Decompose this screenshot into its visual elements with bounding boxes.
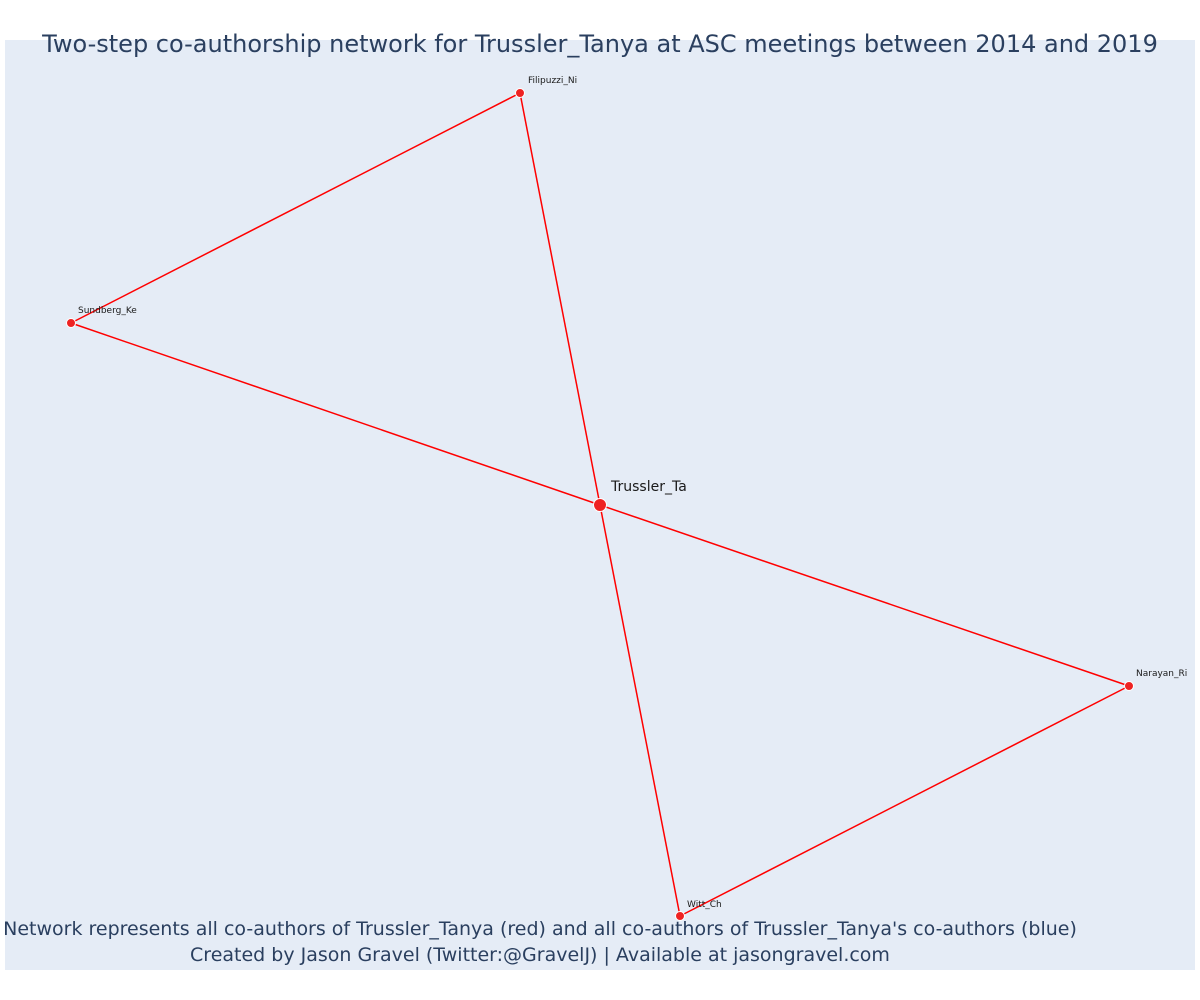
nodes-layer xyxy=(66,88,1134,921)
edge-Trussler_Ta-Filipuzzi_Ni xyxy=(519,92,601,506)
node-Sundberg_Ke[interactable] xyxy=(66,318,76,328)
node-Narayan_Ri[interactable] xyxy=(1124,681,1134,691)
edge-Trussler_Ta-Narayan_Ri xyxy=(599,504,1130,687)
node-label-Narayan_Ri: Narayan_Ri xyxy=(1136,669,1187,679)
edge-Narayan_Ri-Witt_Ch xyxy=(679,685,1130,917)
node-Filipuzzi_Ni[interactable] xyxy=(515,88,525,98)
edge-Filipuzzi_Ni-Sundberg_Ke xyxy=(70,92,521,324)
caption-credit: Created by Jason Gravel (Twitter:@Gravel… xyxy=(190,944,890,966)
node-label-Witt_Ch: Witt_Ch xyxy=(687,900,722,910)
labels-layer: Trussler_Ta Filipuzzi_NiSundberg_KeNaraya… xyxy=(78,76,1187,910)
node-label-Filipuzzi_Ni: Filipuzzi_Ni xyxy=(528,76,577,86)
chart-title: Two-step co-authorship network for Truss… xyxy=(42,30,1158,58)
node-label-Trussler_Ta: Trussler_Ta xyxy=(610,479,687,495)
node-label-Sundberg_Ke: Sundberg_Ke xyxy=(78,306,137,316)
edge-Trussler_Ta-Sundberg_Ke xyxy=(70,322,601,506)
node-Trussler_Ta[interactable] xyxy=(593,498,607,512)
caption-legend-note: Network represents all co-authors of Tru… xyxy=(3,918,1077,940)
edges-layer xyxy=(70,92,1130,917)
node-Witt_Ch[interactable] xyxy=(675,911,685,921)
edge-Trussler_Ta-Witt_Ch xyxy=(599,504,681,917)
